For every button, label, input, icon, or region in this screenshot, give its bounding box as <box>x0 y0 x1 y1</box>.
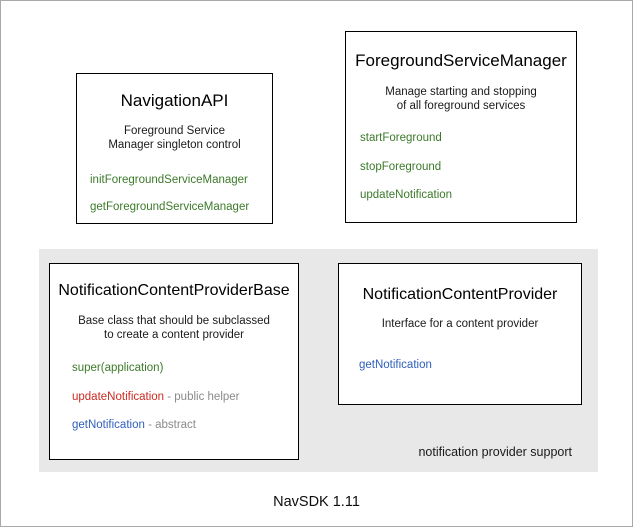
member-name: updateNotification <box>360 188 453 201</box>
class-box-navigation-api: NavigationAPI Foreground Service Manager… <box>76 73 273 224</box>
member-name: stopForeground <box>360 160 442 173</box>
member-list-foreground-service-manager: startForeground stopForeground updateNot… <box>346 132 576 202</box>
member-name: updateNotification <box>72 390 165 403</box>
class-description-notification-content-provider: Interface for a content provider <box>381 317 539 330</box>
member-name: initForegroundServiceManager <box>90 174 248 187</box>
member-name: getNotification <box>72 418 145 431</box>
member-row: getNotification - abstract <box>72 419 298 432</box>
class-title-foreground-service-manager: ForegroundServiceManager <box>355 51 567 70</box>
member-list-notification-content-provider: getNotification <box>339 359 581 372</box>
member-row: getForegroundServiceManager <box>90 201 272 214</box>
class-box-notification-content-provider: NotificationContentProvider Interface fo… <box>338 263 582 405</box>
class-box-notification-content-provider-base: NotificationContentProviderBase Base cla… <box>49 263 299 460</box>
member-row: stopForeground <box>360 161 576 174</box>
group-panel-label: notification provider support <box>418 445 572 459</box>
member-name: getForegroundServiceManager <box>90 200 250 213</box>
member-name: super(application) <box>72 362 164 375</box>
member-row: startForeground <box>360 132 576 145</box>
member-name: startForeground <box>360 132 442 145</box>
class-description-navigation-api: Foreground Service Manager singleton con… <box>108 124 241 152</box>
member-list-navigation-api: initForegroundServiceManager getForegrou… <box>77 174 272 213</box>
member-row: updateNotification <box>360 189 576 202</box>
member-row: initForegroundServiceManager <box>90 174 272 187</box>
class-box-foreground-service-manager: ForegroundServiceManager Manage starting… <box>345 31 577 223</box>
member-note: - abstract <box>144 418 197 431</box>
class-description-foreground-service-manager: Manage starting and stopping of all fore… <box>385 85 537 113</box>
class-title-notification-content-provider: NotificationContentProvider <box>362 286 558 303</box>
footer-version-label: NavSDK 1.11 <box>273 494 360 510</box>
member-row: super(application) <box>72 362 298 375</box>
class-title-navigation-api: NavigationAPI <box>120 91 229 110</box>
member-note: - public helper <box>164 390 240 403</box>
class-description-notification-content-provider-base: Base class that should be subclassed to … <box>78 314 270 341</box>
member-row: getNotification <box>359 359 581 372</box>
class-title-notification-content-provider-base: NotificationContentProviderBase <box>58 282 290 299</box>
member-row: updateNotification - public helper <box>72 391 298 404</box>
member-list-notification-content-provider-base: super(application) updateNotification - … <box>50 362 298 432</box>
member-name: getNotification <box>359 358 432 371</box>
